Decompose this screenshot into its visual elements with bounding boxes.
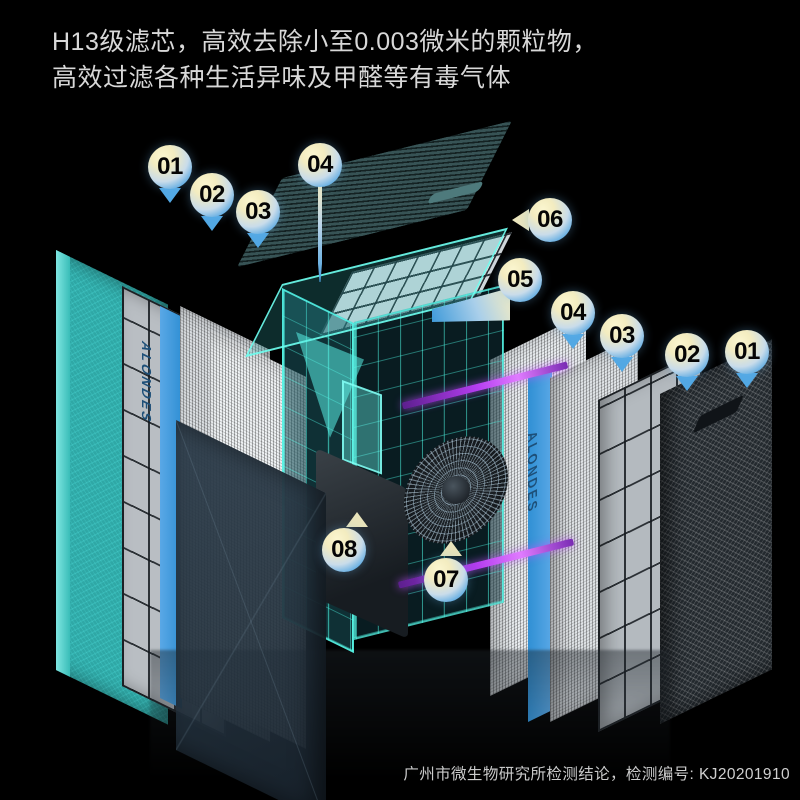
front-door-panel — [176, 420, 326, 800]
lab-test-caption: 广州市微生物研究所检测结论，检测编号: KJ20201910 — [403, 766, 790, 783]
callout-pointer-right-03 — [611, 357, 633, 372]
callout-pointer-left-03 — [247, 233, 269, 248]
callout-pointer-left-01 — [159, 188, 181, 203]
callout-label: 06 — [537, 206, 563, 233]
callout-label: 07 — [433, 566, 459, 593]
callout-label: 01 — [157, 153, 183, 180]
callout-badge-left-04[interactable]: 04 — [298, 143, 342, 187]
callout-badge-right-03[interactable]: 03 — [600, 314, 644, 358]
brand-label-right: ALONDES — [525, 428, 540, 517]
callout-badge-right-02[interactable]: 02 — [665, 333, 709, 377]
callout-badge-center-08[interactable]: 08 — [322, 528, 366, 572]
callout-pointer-right-01 — [736, 373, 758, 388]
callout-badge-right-04[interactable]: 04 — [551, 291, 595, 335]
callout-badge-left-03[interactable]: 03 — [236, 190, 280, 234]
callout-pointer-left-04 — [318, 186, 322, 282]
callout-pointer-right-04 — [562, 334, 584, 349]
callout-label: 04 — [560, 299, 586, 326]
callout-badge-left-02[interactable]: 02 — [190, 173, 234, 217]
callout-label: 04 — [307, 151, 333, 178]
callout-badge-left-01[interactable]: 01 — [148, 145, 192, 189]
callout-badge-center-05[interactable]: 05 — [498, 258, 542, 302]
callout-pointer-left-02 — [201, 216, 223, 231]
callout-badge-right-01[interactable]: 01 — [725, 330, 769, 374]
callout-label: 05 — [507, 266, 533, 293]
callout-badge-right-06[interactable]: 06 — [528, 198, 572, 242]
callout-label: 08 — [331, 536, 357, 563]
callout-label: 02 — [674, 341, 700, 368]
fan-hub — [442, 476, 470, 504]
callout-pointer-center-07 — [440, 541, 462, 556]
callout-label: 01 — [734, 338, 760, 365]
callout-label: 03 — [245, 198, 271, 225]
brand-label-left: ALONDES — [139, 338, 154, 428]
callout-pointer-center-08 — [346, 512, 368, 527]
callout-label: 03 — [609, 322, 635, 349]
page-title: H13级滤芯，高效去除小至0.003微米的颗粒物， 高效过滤各种生活异味及甲醛等… — [52, 28, 598, 92]
callout-label: 02 — [199, 181, 225, 208]
callout-pointer-right-06 — [512, 209, 529, 231]
callout-pointer-right-02 — [676, 376, 698, 391]
callout-badge-center-07[interactable]: 07 — [424, 558, 468, 602]
right-panel-01-dark-charcoal — [660, 339, 772, 724]
